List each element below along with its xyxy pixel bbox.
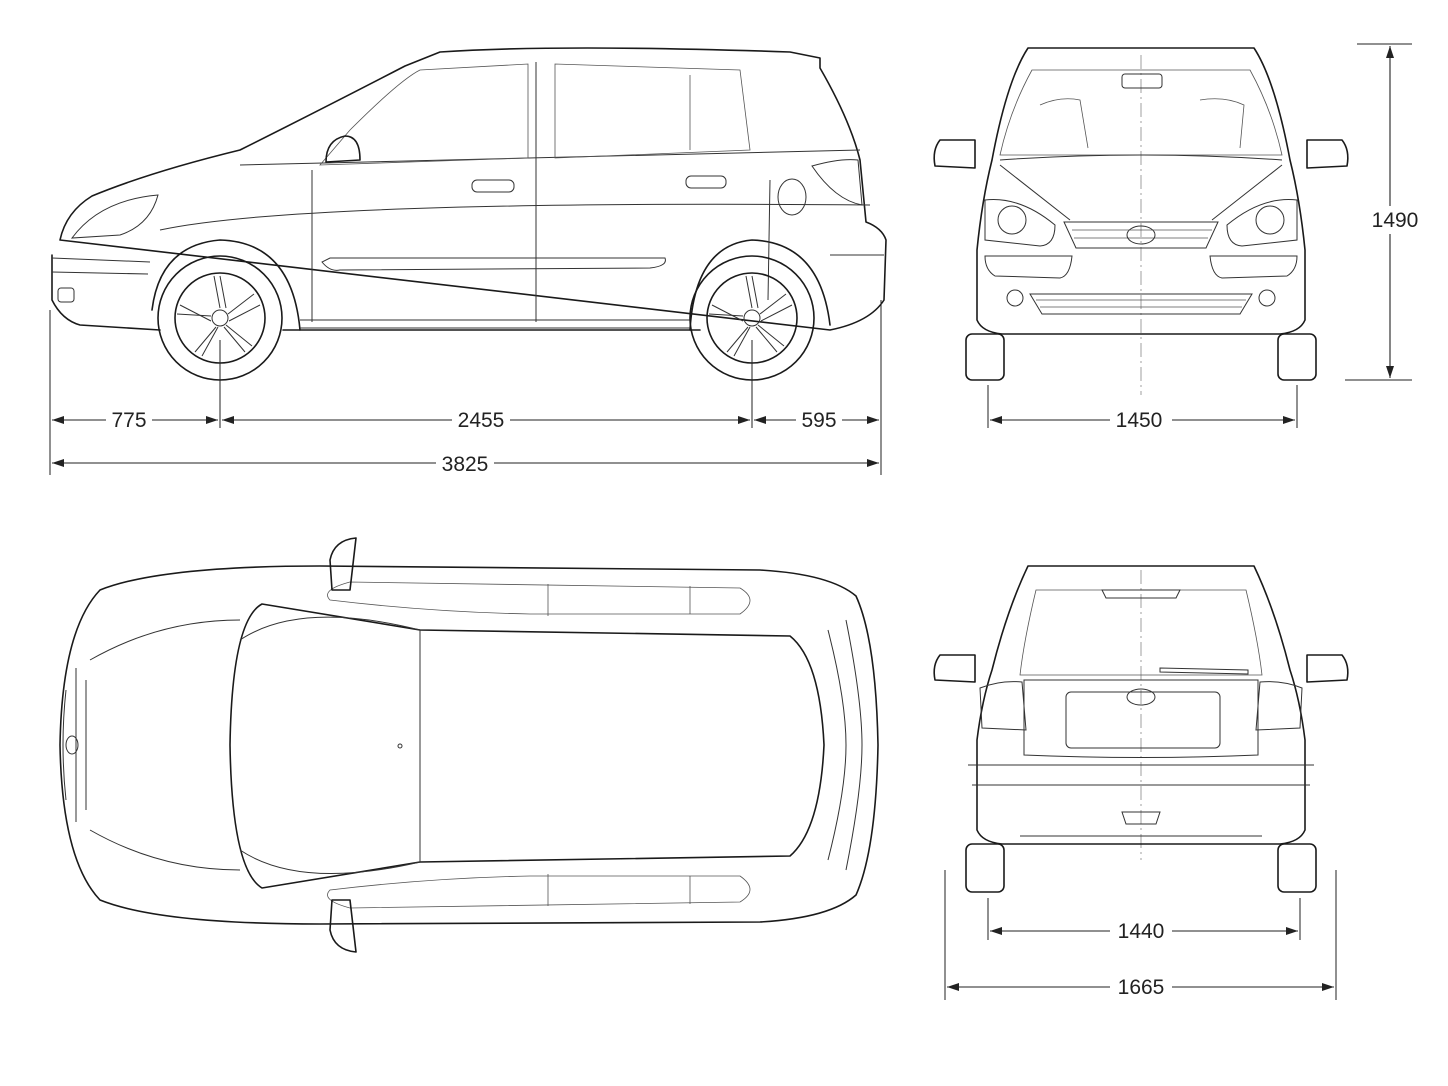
- overall-height-label: 1490: [1372, 209, 1419, 232]
- front-dimensions: 1450 1490: [987, 43, 1424, 434]
- rear-view: [933, 565, 1349, 893]
- side-dimensions: 775 2455 595 3825: [49, 300, 882, 477]
- wheelbase-label: 2455: [458, 409, 505, 432]
- front-track-label: 1450: [1116, 409, 1163, 432]
- rear-track-label: 1440: [1118, 920, 1165, 943]
- overall-length-label: 3825: [442, 453, 489, 476]
- top-view: [59, 537, 879, 953]
- front-view: [933, 47, 1349, 395]
- rear-dimensions: 1440 1665: [944, 870, 1337, 1001]
- front-overhang-label: 775: [111, 409, 146, 432]
- hyundai-logo-icon: [1126, 225, 1156, 245]
- rear-overhang-label: 595: [801, 409, 836, 432]
- side-view: [51, 47, 887, 381]
- overall-width-label: 1665: [1118, 976, 1165, 999]
